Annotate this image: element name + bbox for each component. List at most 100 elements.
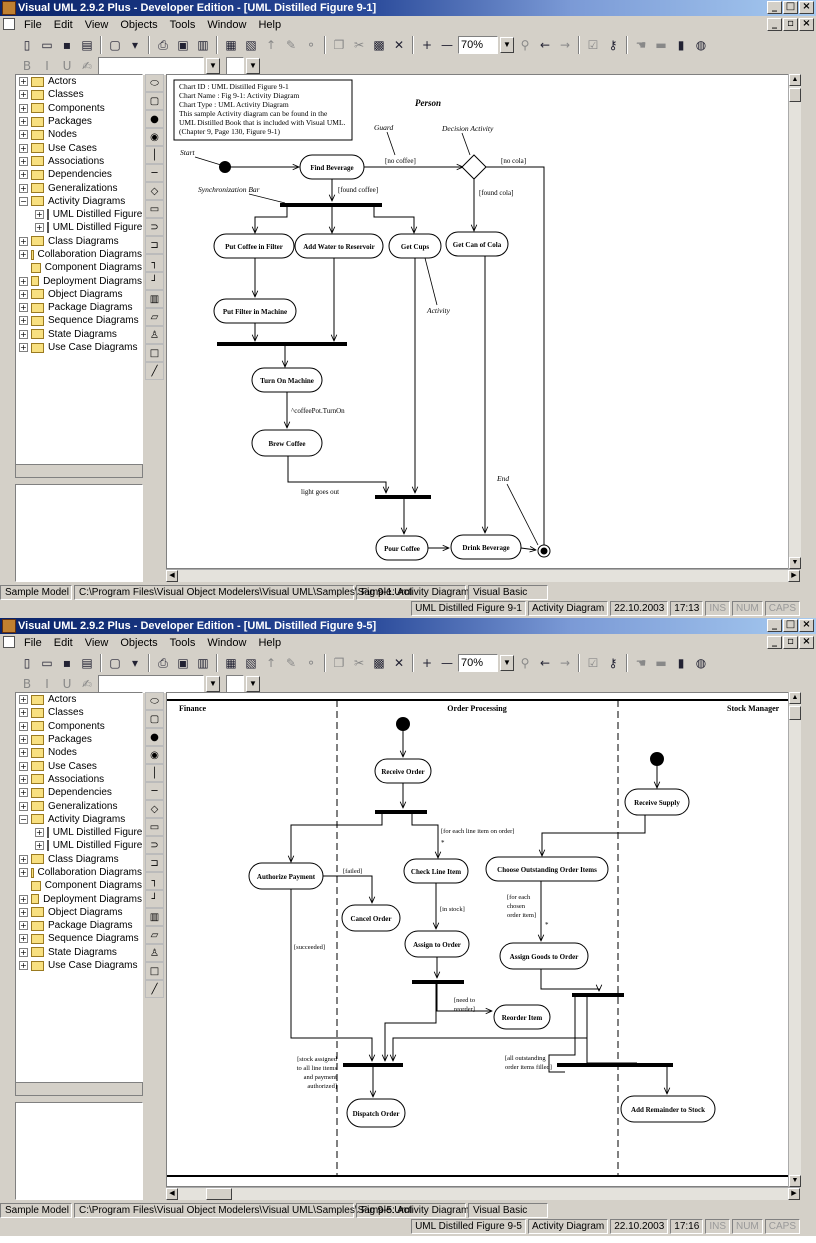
window-icon[interactable]: ▬ bbox=[655, 38, 667, 52]
expand-icon[interactable]: + bbox=[19, 894, 28, 904]
forward-arrow-icon[interactable]: → bbox=[559, 38, 571, 52]
pencil-icon[interactable]: ✎ bbox=[285, 656, 297, 670]
format-painter-icon[interactable]: ✍ bbox=[81, 59, 93, 73]
properties-pane[interactable] bbox=[15, 484, 143, 582]
tree-item[interactable]: +Class Diagrams bbox=[16, 235, 142, 248]
frame-tool-icon[interactable]: □ bbox=[145, 962, 164, 980]
minimize-button[interactable]: _ bbox=[767, 1, 782, 14]
size-dropdown-button[interactable]: ▼ bbox=[246, 58, 260, 74]
decision-tool-icon[interactable]: ◇ bbox=[145, 800, 164, 818]
menu-edit[interactable]: Edit bbox=[53, 18, 73, 31]
globe-icon[interactable]: ◍ bbox=[695, 38, 707, 52]
expand-icon[interactable]: + bbox=[19, 868, 28, 877]
zoom-out-icon[interactable]: — bbox=[441, 38, 453, 52]
join-bar-2[interactable] bbox=[375, 495, 431, 499]
menu-file[interactable]: File bbox=[24, 18, 42, 31]
tree-item[interactable]: +Sequence Diagrams bbox=[16, 932, 142, 945]
actor-tool-icon[interactable]: ♙ bbox=[145, 944, 164, 962]
paste-icon[interactable]: ▩ bbox=[373, 656, 385, 670]
canvas-vertical-scrollbar[interactable]: ▲ ▼ bbox=[788, 692, 801, 1187]
open-icon[interactable]: ▭ bbox=[41, 656, 53, 670]
line-tool-icon[interactable]: ╱ bbox=[145, 980, 164, 998]
join-bar-goods[interactable] bbox=[572, 993, 624, 997]
link-icon[interactable]: ⚬ bbox=[305, 38, 317, 52]
app-icon[interactable] bbox=[2, 1, 16, 15]
expand-icon[interactable]: + bbox=[19, 947, 28, 957]
tree-item[interactable]: +UML Distilled Figure 9 bbox=[16, 826, 142, 839]
menu-help[interactable]: Help bbox=[258, 18, 282, 31]
size-dropdown-button[interactable]: ▼ bbox=[246, 676, 260, 692]
ellipse-tool-icon[interactable]: ⬭ bbox=[145, 692, 164, 710]
canvas-horizontal-scrollbar[interactable]: ◀ ▶ bbox=[166, 569, 800, 582]
tree-item[interactable]: +Nodes bbox=[16, 128, 142, 141]
expand-icon[interactable]: + bbox=[19, 801, 28, 811]
fork-bar[interactable] bbox=[280, 203, 382, 207]
new-icon[interactable]: ▯ bbox=[23, 656, 31, 670]
tree-horizontal-scrollbar[interactable] bbox=[15, 1082, 143, 1096]
tree-item[interactable]: +Deployment Diagrams bbox=[16, 274, 142, 287]
start-node-stock[interactable] bbox=[650, 752, 664, 766]
tree-item[interactable]: +Components bbox=[16, 102, 142, 115]
decision-diamond[interactable] bbox=[461, 154, 487, 180]
save-all-icon[interactable]: ▤ bbox=[81, 656, 93, 670]
signal-send-tool-icon[interactable]: ⊐ bbox=[145, 236, 164, 254]
expand-icon[interactable]: + bbox=[19, 761, 28, 771]
close-button[interactable]: × bbox=[799, 619, 814, 632]
expand-icon[interactable]: + bbox=[19, 343, 28, 353]
join-bar-dispatch[interactable] bbox=[343, 1063, 403, 1067]
properties-icon[interactable]: ▦ bbox=[225, 656, 237, 670]
expand-icon[interactable]: + bbox=[19, 90, 28, 100]
expand-icon[interactable]: + bbox=[19, 961, 28, 971]
scroll-down-button[interactable]: ▼ bbox=[789, 1175, 801, 1187]
final-state-tool-icon[interactable]: ◉ bbox=[145, 128, 164, 146]
save-icon[interactable]: ▪ bbox=[62, 656, 72, 670]
diagram-canvas[interactable]: Finance Order Processing Stock Manager R… bbox=[166, 692, 800, 1187]
expand-icon[interactable]: + bbox=[19, 117, 28, 127]
frame-tool-icon[interactable]: □ bbox=[145, 344, 164, 362]
paste-icon[interactable]: ▩ bbox=[373, 38, 385, 52]
new-diagram-icon[interactable]: ▢ bbox=[109, 656, 121, 670]
connector-tool-icon[interactable]: ┐ bbox=[145, 872, 164, 890]
tree-horizontal-scrollbar[interactable] bbox=[15, 464, 143, 478]
activity-receive-supply[interactable] bbox=[624, 788, 690, 816]
expand-icon[interactable]: + bbox=[19, 103, 28, 113]
print-preview-icon[interactable]: ▣ bbox=[177, 38, 189, 52]
expand-icon[interactable]: + bbox=[19, 921, 28, 931]
maximize-button[interactable]: □ bbox=[783, 619, 798, 632]
scroll-right-button[interactable]: ▶ bbox=[788, 1188, 800, 1200]
tree-item[interactable]: +Object Diagrams bbox=[16, 288, 142, 301]
scroll-thumb-h[interactable] bbox=[206, 1188, 232, 1200]
document-icon[interactable] bbox=[3, 18, 15, 30]
menu-view[interactable]: View bbox=[84, 18, 109, 31]
tree-item[interactable]: −Activity Diagrams bbox=[16, 195, 142, 208]
zoom-combo[interactable]: 70% bbox=[458, 654, 498, 672]
connector2-tool-icon[interactable]: ┘ bbox=[145, 272, 164, 290]
font-dropdown-button[interactable]: ▼ bbox=[206, 58, 220, 74]
italic-button[interactable]: I bbox=[45, 59, 49, 73]
font-dropdown-button[interactable]: ▼ bbox=[206, 676, 220, 692]
tree-item[interactable]: +Associations bbox=[16, 773, 142, 786]
menu-edit[interactable]: Edit bbox=[53, 636, 73, 649]
delete-icon[interactable]: ✕ bbox=[393, 656, 405, 670]
tree-item[interactable]: +Use Case Diagrams bbox=[16, 959, 142, 972]
size-combo[interactable] bbox=[226, 57, 244, 75]
ellipse-tool-icon[interactable]: ⬭ bbox=[145, 74, 164, 92]
signal-receive-tool-icon[interactable]: ⊃ bbox=[145, 218, 164, 236]
expand-icon[interactable]: + bbox=[19, 774, 28, 784]
close-button[interactable]: × bbox=[799, 1, 814, 14]
tree-item[interactable]: +Packages bbox=[16, 115, 142, 128]
books-icon[interactable]: ▮ bbox=[677, 38, 685, 52]
rounded-rect-tool-icon[interactable]: ▢ bbox=[145, 710, 164, 728]
tree-item[interactable]: +Associations bbox=[16, 155, 142, 168]
activity-get-cola[interactable] bbox=[445, 231, 509, 257]
find-icon[interactable]: ⚷ bbox=[608, 656, 618, 670]
scroll-up-button[interactable]: ▲ bbox=[789, 74, 801, 86]
connector2-tool-icon[interactable]: ┘ bbox=[145, 890, 164, 908]
tree-item[interactable]: +Component Diagrams bbox=[16, 261, 142, 274]
expand-icon[interactable]: + bbox=[19, 250, 28, 259]
activity-drink[interactable] bbox=[450, 534, 522, 560]
zoom-out-icon[interactable]: — bbox=[441, 656, 453, 670]
bold-button[interactable]: B bbox=[22, 677, 32, 691]
tree-item[interactable]: −Activity Diagrams bbox=[16, 813, 142, 826]
title-bar[interactable]: Visual UML 2.9.2 Plus - Developer Editio… bbox=[0, 0, 816, 16]
